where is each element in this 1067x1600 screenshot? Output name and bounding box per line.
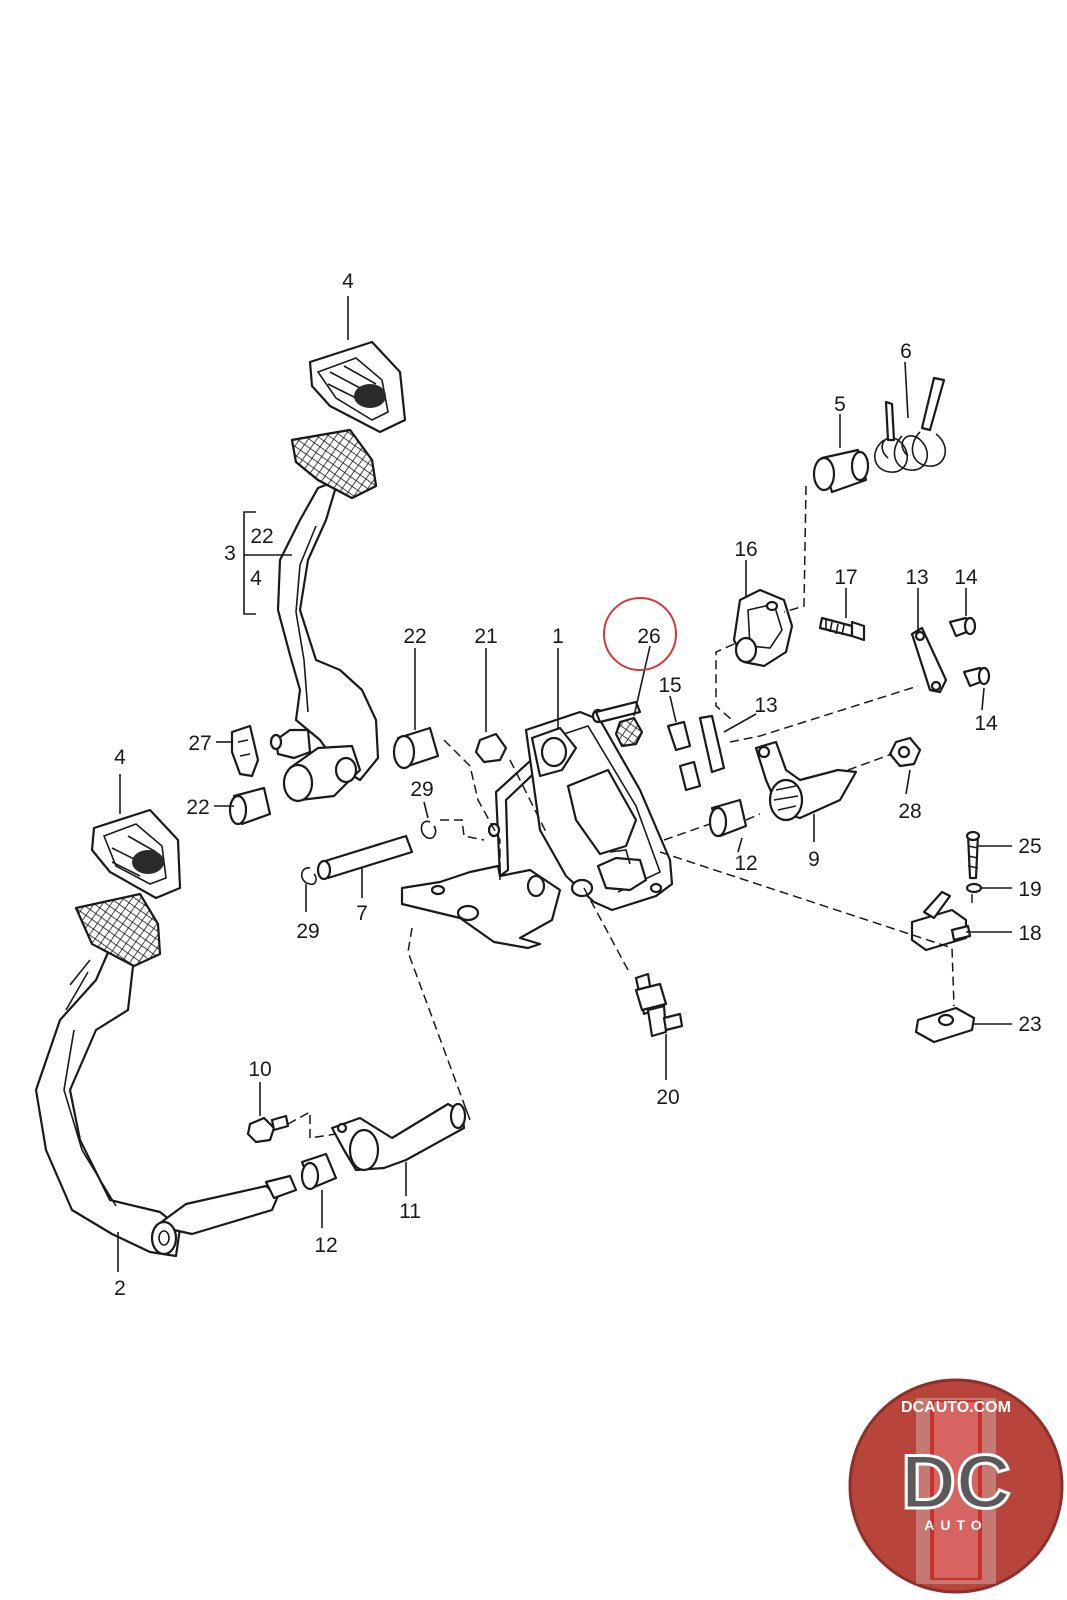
- bolt-10: [246, 1114, 290, 1144]
- callout-18: 18: [1018, 922, 1041, 945]
- spring-6: [874, 376, 947, 473]
- callout-12-right: 12: [734, 852, 757, 875]
- callout-5: 5: [834, 393, 846, 416]
- callout-2: 2: [114, 1277, 126, 1300]
- callout-10: 10: [248, 1058, 271, 1081]
- circlip-29-left: [300, 867, 317, 886]
- callout-27: 27: [188, 732, 211, 755]
- circlip-29-mid: [420, 820, 437, 840]
- callout-26: 26: [637, 625, 660, 648]
- callout-4-top: 4: [342, 270, 354, 293]
- callout-15: 15: [658, 674, 681, 697]
- nut-21: [474, 732, 508, 764]
- bushing-22-mid: [392, 726, 440, 770]
- callout-14-top: 14: [954, 566, 978, 589]
- callout-22-left: 22: [186, 796, 209, 819]
- callout-9: 9: [808, 848, 820, 871]
- callout-6: 6: [900, 340, 912, 363]
- clevis-16: [732, 588, 794, 668]
- nut-26: [614, 716, 644, 748]
- callout-13-top: 13: [905, 566, 928, 589]
- bolt-17: [818, 616, 866, 642]
- callout-19: 19: [1018, 878, 1041, 901]
- callout-25: 25: [1018, 835, 1041, 858]
- logo-mark: DC: [901, 1440, 1011, 1525]
- callout-20: 20: [656, 1086, 679, 1109]
- callout-23: 23: [1018, 1013, 1041, 1036]
- callout-12-bottom: 12: [314, 1234, 337, 1257]
- callout-4-left: 4: [114, 746, 126, 769]
- bushing-22-left: [228, 786, 272, 826]
- callout-7: 7: [356, 902, 368, 925]
- callout-21: 21: [474, 625, 497, 648]
- callout-16: 16: [734, 538, 757, 561]
- nut-28: [888, 736, 922, 768]
- callout-22-mid: 22: [403, 625, 426, 648]
- callout-11: 11: [399, 1200, 421, 1223]
- plate-23: [914, 1006, 976, 1044]
- pedal-bracket: [400, 700, 674, 950]
- lower-pedal-assembly: [34, 808, 298, 1258]
- callout-29-mid: 29: [410, 778, 433, 801]
- callout-3-4: 4: [250, 567, 262, 590]
- callout-17: 17: [834, 566, 857, 589]
- clip-15: [666, 714, 726, 792]
- switch-18: [910, 890, 972, 952]
- shaft-7: [316, 834, 414, 881]
- logo-sub: AUTO: [924, 1517, 987, 1533]
- clip-27: [230, 724, 260, 778]
- logo-url: DCAUTO.COM: [901, 1399, 1011, 1416]
- bushing-12-right: [708, 798, 748, 838]
- dc-auto-logo: DCAUTO.COM DC AUTO: [848, 1378, 1064, 1594]
- callout-3: 3: [224, 542, 236, 565]
- pins-14: [948, 616, 991, 688]
- leader-lines: [117, 296, 1012, 1272]
- tube-11: [330, 1102, 467, 1172]
- bushing-5: [812, 448, 870, 494]
- callout-29-left: 29: [296, 920, 319, 943]
- callout-3-22: 22: [250, 525, 273, 548]
- upper-pedal-assembly: [269, 340, 407, 803]
- bushing-12-bottom: [300, 1152, 338, 1191]
- callout-labels: 4 6 5 3 22 4 16 17 13 14 22 21 1 26 15 1…: [114, 270, 1042, 1300]
- callout-14-mid: 14: [974, 712, 998, 735]
- assembly-guide-lines: [287, 485, 973, 1139]
- callout-1: 1: [552, 625, 564, 648]
- screw-25: [965, 830, 981, 880]
- switch-20: [634, 972, 684, 1038]
- link-13: [910, 626, 948, 694]
- callout-28: 28: [898, 800, 921, 823]
- washer-19: [965, 882, 983, 894]
- highlight-circle: [603, 597, 677, 671]
- callout-13-mid: 13: [754, 694, 777, 717]
- lever-9: [754, 740, 858, 822]
